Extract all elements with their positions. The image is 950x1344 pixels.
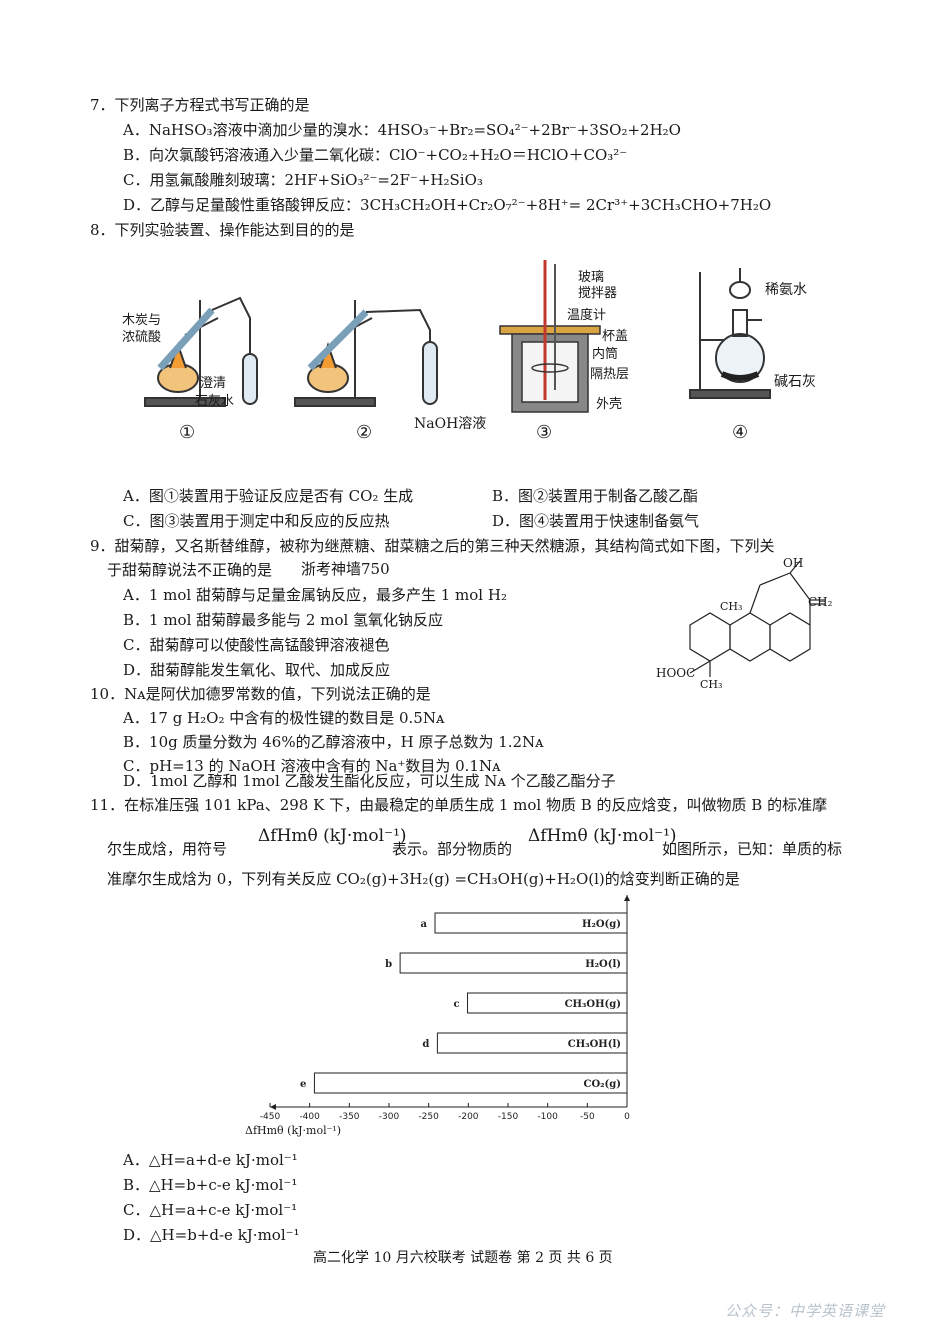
label-charcoal: 木炭与 — [122, 313, 162, 328]
struct-ch3-a: CH₃ — [720, 600, 743, 613]
bar — [467, 992, 628, 1014]
bar-letter: a — [421, 919, 428, 930]
q7-option-b: B．向次氯酸钙溶液通入少量二氧化碳：ClO⁻+CO₂+H₂O＝HClO＋CO₃²… — [123, 146, 628, 164]
q8-option-d: D．图④装置用于快速制备氨气 — [492, 512, 700, 530]
chart-x-label: ΔfHmθ (kJ·mol⁻¹) — [245, 1124, 342, 1137]
apparatus-3 — [499, 260, 601, 413]
q8-option-a: A．图①装置用于验证反应是否有 CO₂ 生成 — [123, 487, 414, 505]
bar-category-label: CH₃OH(g) — [565, 999, 621, 1010]
q11-stem-line2c: 如图所示，已知：单质的标 — [662, 840, 843, 858]
q11-stem-line2a: 尔生成焓，用符号 — [107, 840, 228, 858]
x-tick-label: -400 — [299, 1112, 320, 1122]
q11-stem-line1: 11．在标准压强 101 kPa、298 K 下，由最稳定的单质生成 1 mol… — [90, 796, 828, 814]
q11-option-c: C．△H=a+c-e kJ·mol⁻¹ — [123, 1201, 298, 1219]
q7-option-c: C．用氢氟酸雕刻玻璃：2HF+SiO₃²⁻=2F⁻+H₂SiO₃ — [123, 171, 483, 189]
y-axis-arrow — [624, 895, 630, 901]
label-thermometer: 温度计 — [567, 308, 607, 323]
bar-category-label: H₂O(g) — [582, 919, 621, 930]
bar — [399, 952, 628, 974]
q9-option-d: D．甜菊醇能发生氧化、取代、加成反应 — [123, 661, 391, 679]
apparatus-figure — [144, 260, 771, 413]
label-inner: 内筒 — [592, 347, 619, 362]
q11-symbol-2: ΔfHmθ (kJ·mol⁻¹) — [528, 826, 677, 846]
x-tick-label: -50 — [580, 1112, 595, 1122]
struct-ch3-b: CH₃ — [700, 678, 723, 691]
q11-symbol-1: ΔfHmθ (kJ·mol⁻¹) — [258, 826, 407, 846]
page-footer: 高二化学 10 月六校联考 试题卷 第 2 页 共 6 页 — [313, 1250, 613, 1266]
figure-number-3: ③ — [536, 422, 553, 443]
q9-stem-line1: 9．甜菊醇，又名斯替维醇，被称为继蔗糖、甜菜糖之后的第三种天然糖源，其结构简式如… — [90, 537, 775, 555]
label-shell: 外壳 — [596, 397, 623, 412]
label-lid: 杯盖 — [602, 329, 629, 344]
label-clear: 澄清 — [200, 376, 227, 391]
q10-option-a: A．17 g H₂O₂ 中含有的极性键的数目是 0.5Nᴀ — [123, 709, 445, 727]
bar-category-label: H₂O(l) — [585, 959, 621, 970]
bar-letter: b — [385, 959, 392, 970]
label-stirrer: 搅拌器 — [578, 286, 618, 301]
label-insulation: 隔热层 — [590, 367, 630, 382]
x-axis-arrow — [270, 1104, 276, 1110]
q10-option-c: C．pH=13 的 NaOH 溶液中含有的 Na⁺数目为 0.1Nᴀ — [123, 757, 501, 775]
label-naoh: NaOH溶液 — [414, 416, 487, 432]
q11-option-b: B．△H=b+c-e kJ·mol⁻¹ — [123, 1176, 298, 1194]
steviol-structure — [689, 560, 825, 677]
q10-stem: 10．Nᴀ是阿伏加德罗常数的值，下列说法正确的是 — [90, 685, 431, 703]
q11-stem-line3: 准摩尔生成焓为 0，下列有关反应 CO₂(g)+3H₂(g) =CH₃OH(g)… — [107, 870, 740, 888]
x-tick-label: 0 — [624, 1112, 630, 1122]
label-ammonia: 稀氨水 — [765, 282, 807, 298]
label-limewater: 石灰水 — [195, 394, 235, 409]
struct-hooc: HOOC — [656, 666, 696, 680]
x-tick-label: -450 — [260, 1112, 281, 1122]
label-sodalime: 碱石灰 — [774, 374, 816, 390]
x-tick-label: -150 — [498, 1112, 519, 1122]
q9-option-b: B．1 mol 甜菊醇最多能与 2 mol 氢氧化钠反应 — [123, 611, 444, 629]
bar-category-label: CO₂(g) — [583, 1079, 621, 1090]
struct-oh: OH — [783, 556, 804, 570]
x-tick-label: -200 — [458, 1112, 479, 1122]
q8-option-b: B．图②装置用于制备乙酸乙酯 — [492, 487, 699, 505]
bar-letter: e — [300, 1079, 306, 1090]
q11-stem-line2b: 表示。部分物质的 — [392, 840, 513, 858]
struct-ch2: CH₂ — [808, 595, 833, 609]
q8-stem: 8．下列实验装置、操作能达到目的的是 — [90, 221, 355, 239]
bar-category-label: CH₃OH(l) — [568, 1039, 621, 1050]
q9-stamp: 浙考神墙750 — [301, 560, 390, 578]
q9-option-c: C．甜菊醇可以使酸性高锰酸钾溶液褪色 — [123, 636, 390, 654]
x-tick-label: -350 — [339, 1112, 360, 1122]
label-glass: 玻璃 — [578, 270, 605, 285]
q8-option-c: C．图③装置用于测定中和反应的反应热 — [123, 512, 390, 530]
apparatus-2 — [294, 300, 438, 407]
bar — [313, 1072, 628, 1094]
bar-letter: c — [453, 999, 459, 1010]
bar — [434, 912, 628, 934]
bar-letter: d — [422, 1039, 429, 1050]
x-tick-label: -300 — [379, 1112, 400, 1122]
q7-option-d: D．乙醇与足量酸性重铬酸钾反应：3CH₃CH₂OH+Cr₂O₇²⁻+8H⁺= 2… — [123, 196, 772, 214]
q7-stem: 7．下列离子方程式书写正确的是 — [90, 96, 310, 114]
x-tick-label: -100 — [537, 1112, 558, 1122]
apparatus-4 — [689, 268, 771, 399]
q10-option-d: D．1mol 乙醇和 1mol 乙酸发生酯化反应，可以生成 Nᴀ 个乙酸乙酯分子 — [123, 772, 616, 790]
label-h2so4: 浓硫酸 — [122, 330, 162, 345]
q9-stem-line2: 于甜菊醇说法不正确的是 — [107, 561, 273, 579]
figure-number-4: ④ — [732, 422, 749, 443]
q11-option-d: D．△H=b+d-e kJ·mol⁻¹ — [123, 1226, 300, 1244]
x-tick-label: -250 — [418, 1112, 439, 1122]
q9-option-a: A．1 mol 甜菊醇与足量金属钠反应，最多产生 1 mol H₂ — [123, 586, 507, 604]
q10-option-b: B．10g 质量分数为 46%的乙醇溶液中，H 原子总数为 1.2Nᴀ — [123, 733, 544, 751]
apparatus-1 — [144, 296, 258, 407]
watermark: 公众号：中学英语课堂 — [725, 1302, 886, 1320]
figure-number-1: ① — [179, 422, 196, 443]
figure-number-2: ② — [356, 422, 373, 443]
q7-option-a: A．NaHSO₃溶液中滴加少量的溴水：4HSO₃⁻+Br₂=SO₄²⁻+2Br⁻… — [123, 121, 681, 139]
q11-option-a: A．△H=a+d-e kJ·mol⁻¹ — [123, 1151, 298, 1169]
bar — [436, 1032, 628, 1054]
